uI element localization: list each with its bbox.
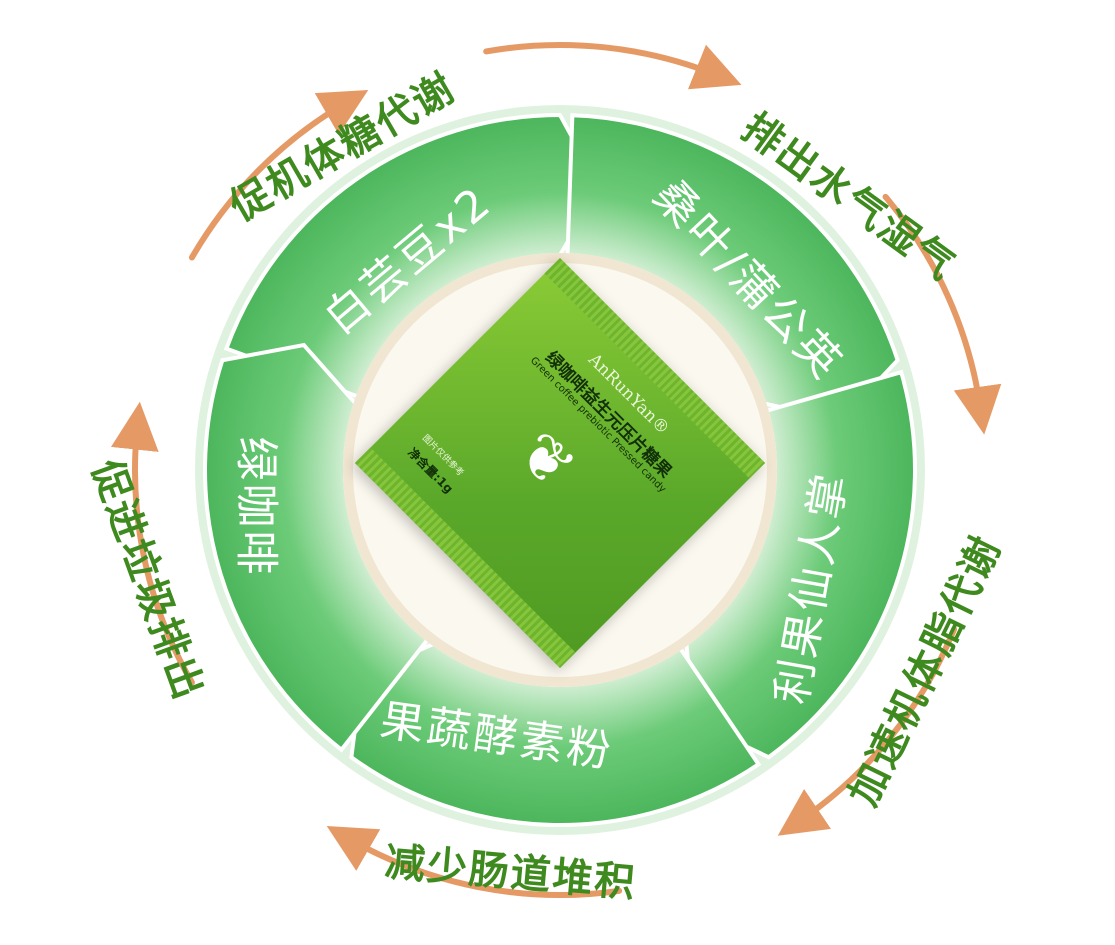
ingredient-green-coffee: 绿咖啡 bbox=[230, 436, 282, 578]
coffee-bean-icon: ❦ bbox=[503, 417, 589, 503]
cycle-arrow-icon bbox=[326, 826, 623, 898]
cycle-arrow-icon bbox=[110, 401, 195, 686]
cycle-arrow-icon bbox=[483, 42, 742, 90]
cycle-arrow-icon bbox=[882, 193, 1002, 435]
cycle-arrow-icon bbox=[777, 626, 958, 836]
cycle-arrow-icon bbox=[188, 89, 369, 261]
